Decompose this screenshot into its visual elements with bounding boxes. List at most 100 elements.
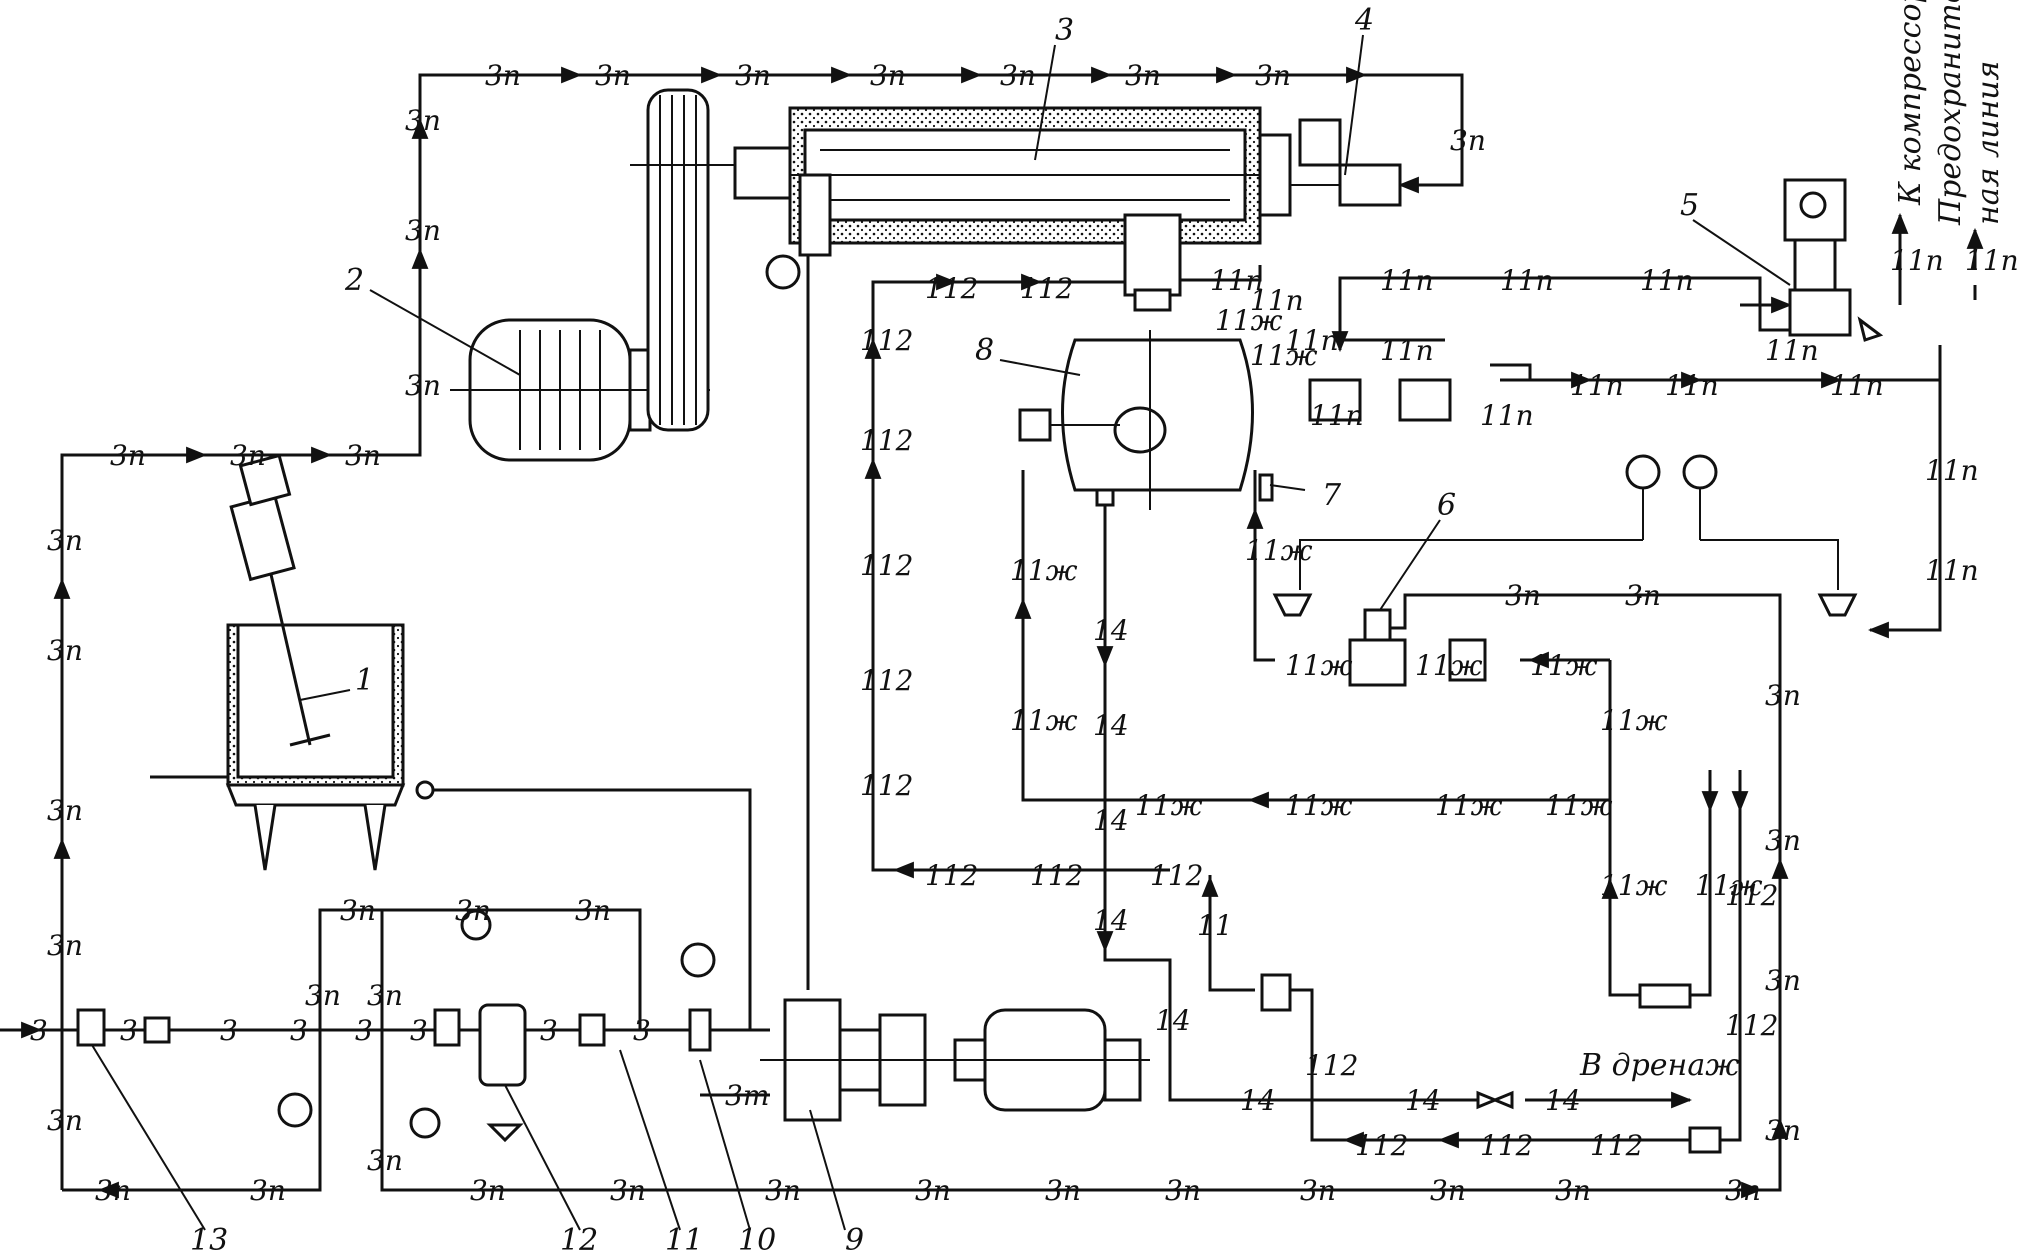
label-steam: 3п xyxy=(470,1174,506,1207)
callout-13: 13 xyxy=(190,1223,228,1258)
label-ammonia-2: 112 xyxy=(1150,859,1203,892)
label-ammonia-liquid: 11ж xyxy=(1135,789,1203,822)
label-steam: 3п xyxy=(367,979,403,1012)
label-water: 3 xyxy=(633,1014,651,1047)
label-ammonia-vapor: 11п xyxy=(1570,369,1624,402)
water-filter xyxy=(478,1003,527,1143)
label-ammonia-liquid: 11ж xyxy=(1285,649,1353,682)
label-water-t: 3т xyxy=(725,1079,769,1112)
pulley xyxy=(630,88,790,432)
label-water: 3 xyxy=(290,1014,308,1047)
label-14: 14 xyxy=(1093,804,1129,837)
label-steam: 3п xyxy=(1300,1174,1336,1207)
label-steam: 3п xyxy=(610,1174,646,1207)
label-steam: 3п xyxy=(765,1174,801,1207)
label-steam: 3п xyxy=(110,439,146,472)
label-steam: 3п xyxy=(1765,679,1801,712)
label-ammonia-liquid: 11ж xyxy=(1010,704,1078,737)
label-water: 3 xyxy=(355,1014,373,1047)
label-steam: 3п xyxy=(95,1174,131,1207)
drain-label: В дренаж xyxy=(1579,1048,1739,1083)
label-14: 14 xyxy=(1240,1084,1276,1117)
label-ammonia-2: 112 xyxy=(925,859,978,892)
label-ammonia-liquid: 11ж xyxy=(1215,304,1283,337)
safety-line-label-2: ная линия xyxy=(1971,61,2006,225)
label-ammonia-vapor: 11п xyxy=(1380,264,1434,297)
label-steam: 3п xyxy=(47,1104,83,1137)
callout-5: 5 xyxy=(1680,188,1699,223)
label-ammonia-2: 112 xyxy=(1355,1129,1408,1162)
label-ammonia-2: 112 xyxy=(860,549,913,582)
callout-8: 8 xyxy=(975,333,994,368)
label-14: 14 xyxy=(1093,614,1129,647)
callout-6: 6 xyxy=(1437,488,1456,523)
label-ammonia-vapor: 11п xyxy=(1210,264,1264,297)
label-steam: 3п xyxy=(1765,824,1801,857)
label-ammonia-liquid: 11ж xyxy=(1010,554,1078,587)
label-ammonia-vapor: 11п xyxy=(1640,264,1694,297)
callout-9: 9 xyxy=(845,1223,864,1258)
circulation-pump xyxy=(760,998,1150,1122)
label-steam: 3п xyxy=(405,214,441,247)
label-steam: 3п xyxy=(47,524,83,557)
callout-3: 3 xyxy=(1055,13,1074,48)
label-steam: 3п xyxy=(1555,1174,1591,1207)
label-steam: 3п xyxy=(1625,579,1661,612)
label-steam: 3п xyxy=(1765,1114,1801,1147)
label-steam: 3п xyxy=(405,104,441,137)
label-14: 14 xyxy=(1405,1084,1441,1117)
label-steam: 3п xyxy=(1430,1174,1466,1207)
freezer-cylinder xyxy=(733,106,1292,312)
label-steam: 3п xyxy=(1255,59,1291,92)
label-steam: 3п xyxy=(1725,1174,1761,1207)
label-ammonia-2: 112 xyxy=(925,272,978,305)
callout-11: 11 xyxy=(665,1223,703,1258)
label-water: 3 xyxy=(30,1014,48,1047)
label-steam: 3п xyxy=(915,1174,951,1207)
label-ammonia-vapor: 11п xyxy=(1665,369,1719,402)
label-steam: 3п xyxy=(1450,124,1486,157)
label-steam: 3п xyxy=(250,1174,286,1207)
label-steam: 3п xyxy=(870,59,906,92)
label-steam: 3п xyxy=(305,979,341,1012)
label-steam: 3п xyxy=(1000,59,1036,92)
label-water: 3 xyxy=(410,1014,428,1047)
label-ammonia-liquid: 11ж xyxy=(1600,869,1668,902)
label-ammonia-2: 112 xyxy=(1030,859,1083,892)
mixing-tank xyxy=(150,453,435,871)
label-ammonia-2: 112 xyxy=(1725,1009,1778,1042)
label-ammonia-vapor: 11п xyxy=(1890,244,1944,277)
steam-lines xyxy=(53,66,1789,1199)
expansion-valve xyxy=(1272,593,1858,687)
label-steam: 3п xyxy=(575,894,611,927)
label-ammonia-2: 112 xyxy=(1020,272,1073,305)
label-ammonia-liquid: 11ж xyxy=(1285,789,1353,822)
label-steam: 3п xyxy=(1125,59,1161,92)
label-14: 14 xyxy=(1545,1084,1581,1117)
label-water: 3 xyxy=(120,1014,138,1047)
label-steam: 3п xyxy=(47,794,83,827)
pressure-gauges xyxy=(277,254,1839,1139)
separator-valve xyxy=(1783,178,1884,342)
label-ammonia-2: 112 xyxy=(860,424,913,457)
label-ammonia-vapor: 11п xyxy=(1480,399,1534,432)
scraper-motor xyxy=(1290,118,1402,207)
label-ammonia-2: 112 xyxy=(860,324,913,357)
label-ammonia-vapor: 11п xyxy=(1380,334,1434,367)
callouts: 1 2 3 4 5 6 7 8 9 10 11 12 13 xyxy=(91,3,1791,1258)
label-steam: 3п xyxy=(405,369,441,402)
label-water: 3 xyxy=(220,1014,238,1047)
label-ammonia-2: 112 xyxy=(1305,1049,1358,1082)
label-ammonia-liquid: 11ж xyxy=(1695,869,1763,902)
label-ammonia-2: 112 xyxy=(860,769,913,802)
label-14: 14 xyxy=(1093,709,1129,742)
label-ammonia-2: 112 xyxy=(860,664,913,697)
label-14: 14 xyxy=(1155,1004,1191,1037)
label-steam: 3п xyxy=(1165,1174,1201,1207)
label-ammonia-vapor: 11п xyxy=(1250,284,1304,317)
label-ammonia-vapor: 11п xyxy=(1500,264,1554,297)
ammonia-lines xyxy=(864,212,1984,1149)
label-steam: 3п xyxy=(47,634,83,667)
label-ammonia-liquid: 11ж xyxy=(1245,534,1313,567)
